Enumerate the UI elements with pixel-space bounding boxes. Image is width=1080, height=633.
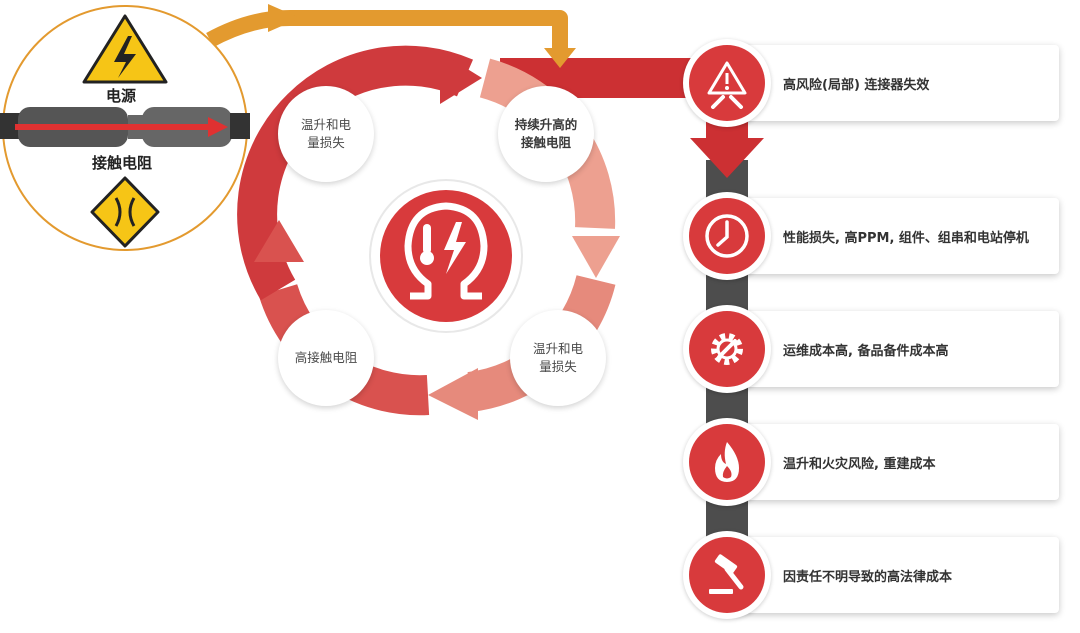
consequence-icon-badge bbox=[683, 192, 771, 280]
consequence-card: 因责任不明导致的高法律成本 bbox=[733, 537, 1059, 613]
omega-icon bbox=[404, 202, 488, 300]
consequence-text: 运维成本高, 备品备件成本高 bbox=[783, 343, 949, 359]
cycle-node-top-right: 持续升高的 接触电阻 bbox=[498, 86, 594, 182]
bolt-icon bbox=[444, 222, 466, 274]
consequence-icon-badge bbox=[683, 531, 771, 619]
cycle-node-bottom-left: 高接触电阻 bbox=[278, 310, 374, 406]
cycle-node-bottom-right: 温升和电 量损失 bbox=[510, 310, 606, 406]
warning-tools-icon bbox=[707, 61, 747, 109]
consequence-card: 运维成本高, 备品备件成本高 bbox=[733, 311, 1059, 387]
consequence-text: 性能损失, 高PPM, 组件、组串和电站停机 bbox=[783, 230, 1029, 246]
cycle-node-label: 持续升高的 接触电阻 bbox=[514, 117, 578, 150]
gavel-icon bbox=[709, 554, 744, 594]
left-panel bbox=[0, 5, 250, 251]
consequence-text: 温升和火灾风险, 重建成本 bbox=[783, 456, 936, 472]
gear-wrench-icon bbox=[711, 333, 743, 365]
power-label: 电源 bbox=[106, 87, 137, 105]
consequence-text: 高风险(局部) 连接器失效 bbox=[783, 77, 930, 93]
contact-resistance-label: 接触电阻 bbox=[92, 154, 153, 172]
consequence-icon-badge bbox=[683, 418, 771, 506]
cycle-node-label: 温升和电 量损失 bbox=[532, 341, 583, 374]
consequence-icon-badge bbox=[683, 305, 771, 393]
center-omega-badge bbox=[369, 179, 523, 333]
consequence-card: 温升和火灾风险, 重建成本 bbox=[733, 424, 1059, 500]
clock-icon bbox=[705, 214, 749, 258]
consequence-icon-badge bbox=[683, 39, 771, 127]
thermometer-icon bbox=[423, 224, 431, 254]
resistance-sign-icon bbox=[90, 176, 160, 248]
consequence-card: 性能损失, 高PPM, 组件、组串和电站停机 bbox=[733, 198, 1059, 274]
cycle-node-label: 高接触电阻 bbox=[294, 350, 358, 365]
orange-arrow bbox=[206, 4, 576, 68]
cycle-node-label: 温升和电 量损失 bbox=[300, 117, 351, 150]
flame-icon bbox=[715, 442, 739, 482]
consequence-text: 因责任不明导致的高法律成本 bbox=[783, 569, 953, 585]
cycle-node-top-left: 温升和电 量损失 bbox=[278, 86, 374, 182]
consequence-card: 高风险(局部) 连接器失效 bbox=[733, 45, 1059, 121]
connector-icon bbox=[0, 107, 250, 147]
